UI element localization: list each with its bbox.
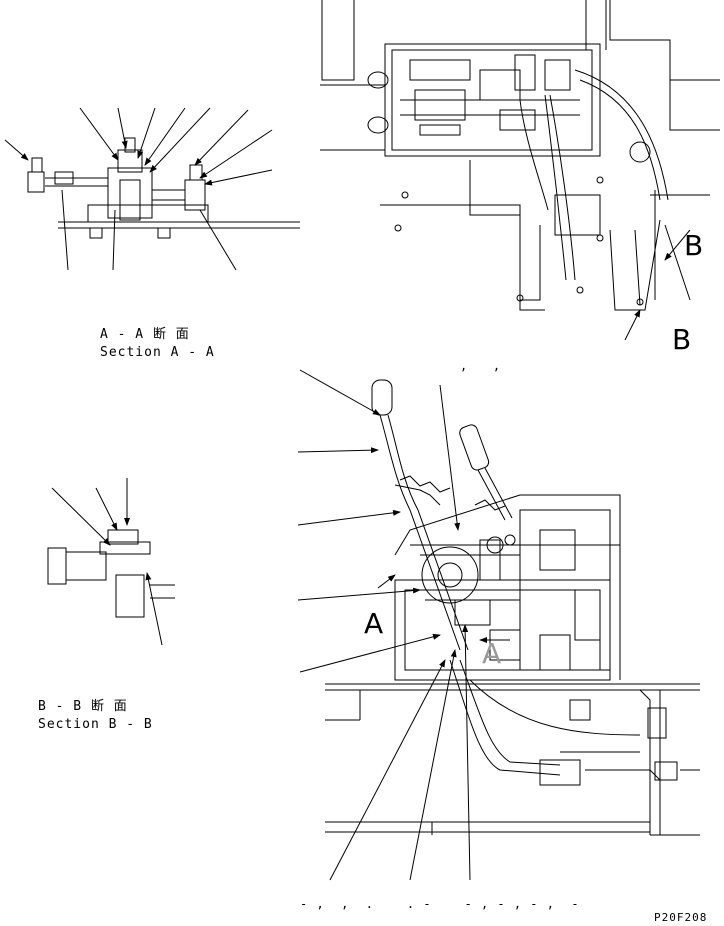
upper-right-assembly (320, 0, 720, 341)
view-letter-b-lower: B (672, 323, 692, 356)
section-aa-caption-jp: A - A 断 面 (100, 327, 190, 342)
section-bb-caption-en: Section B - B (38, 717, 153, 732)
comma-marks: , , (460, 359, 502, 373)
view-letter-b-right: B (684, 229, 704, 262)
bottom-note: - , , . . - - , - , - , - (300, 897, 580, 911)
section-aa-caption-en: Section A - A (100, 345, 215, 360)
section-bb-caption-jp: B - B 断 面 (38, 699, 128, 714)
section-aa-view (4, 107, 300, 271)
view-letter-a: A (364, 607, 384, 640)
lower-right-assembly (297, 369, 700, 881)
drawing-code: P20F208 (654, 911, 708, 924)
section-bb-view (47, 478, 175, 646)
view-letter-a-ghost: A (482, 637, 502, 670)
